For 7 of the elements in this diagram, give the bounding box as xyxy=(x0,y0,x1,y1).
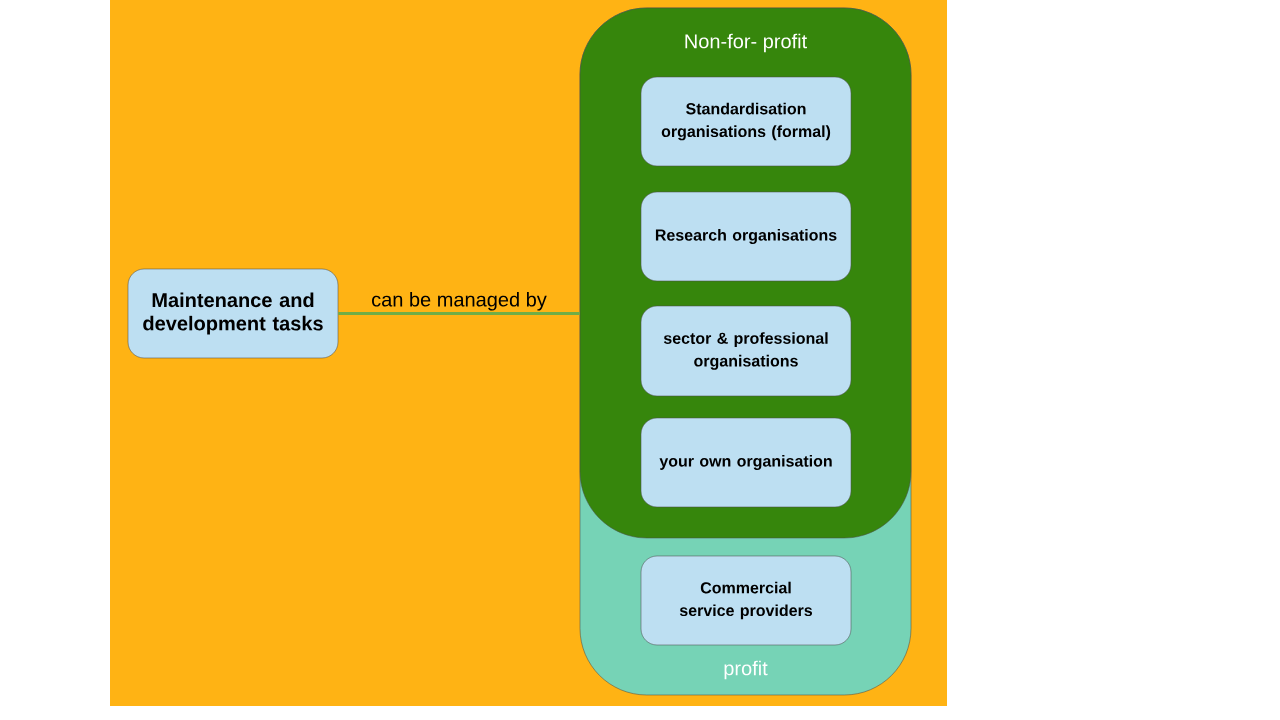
process-box: Maintenance and development tasks xyxy=(127,268,339,359)
process-box: Standardisation organisations (formal) xyxy=(640,76,852,167)
connector-line xyxy=(338,312,580,315)
process-box: Commercial service providers xyxy=(640,555,852,646)
process-box: your own organisation xyxy=(640,417,852,508)
process-box: Research organisations xyxy=(640,191,852,282)
process-box: sector & professional organisations xyxy=(640,305,852,397)
